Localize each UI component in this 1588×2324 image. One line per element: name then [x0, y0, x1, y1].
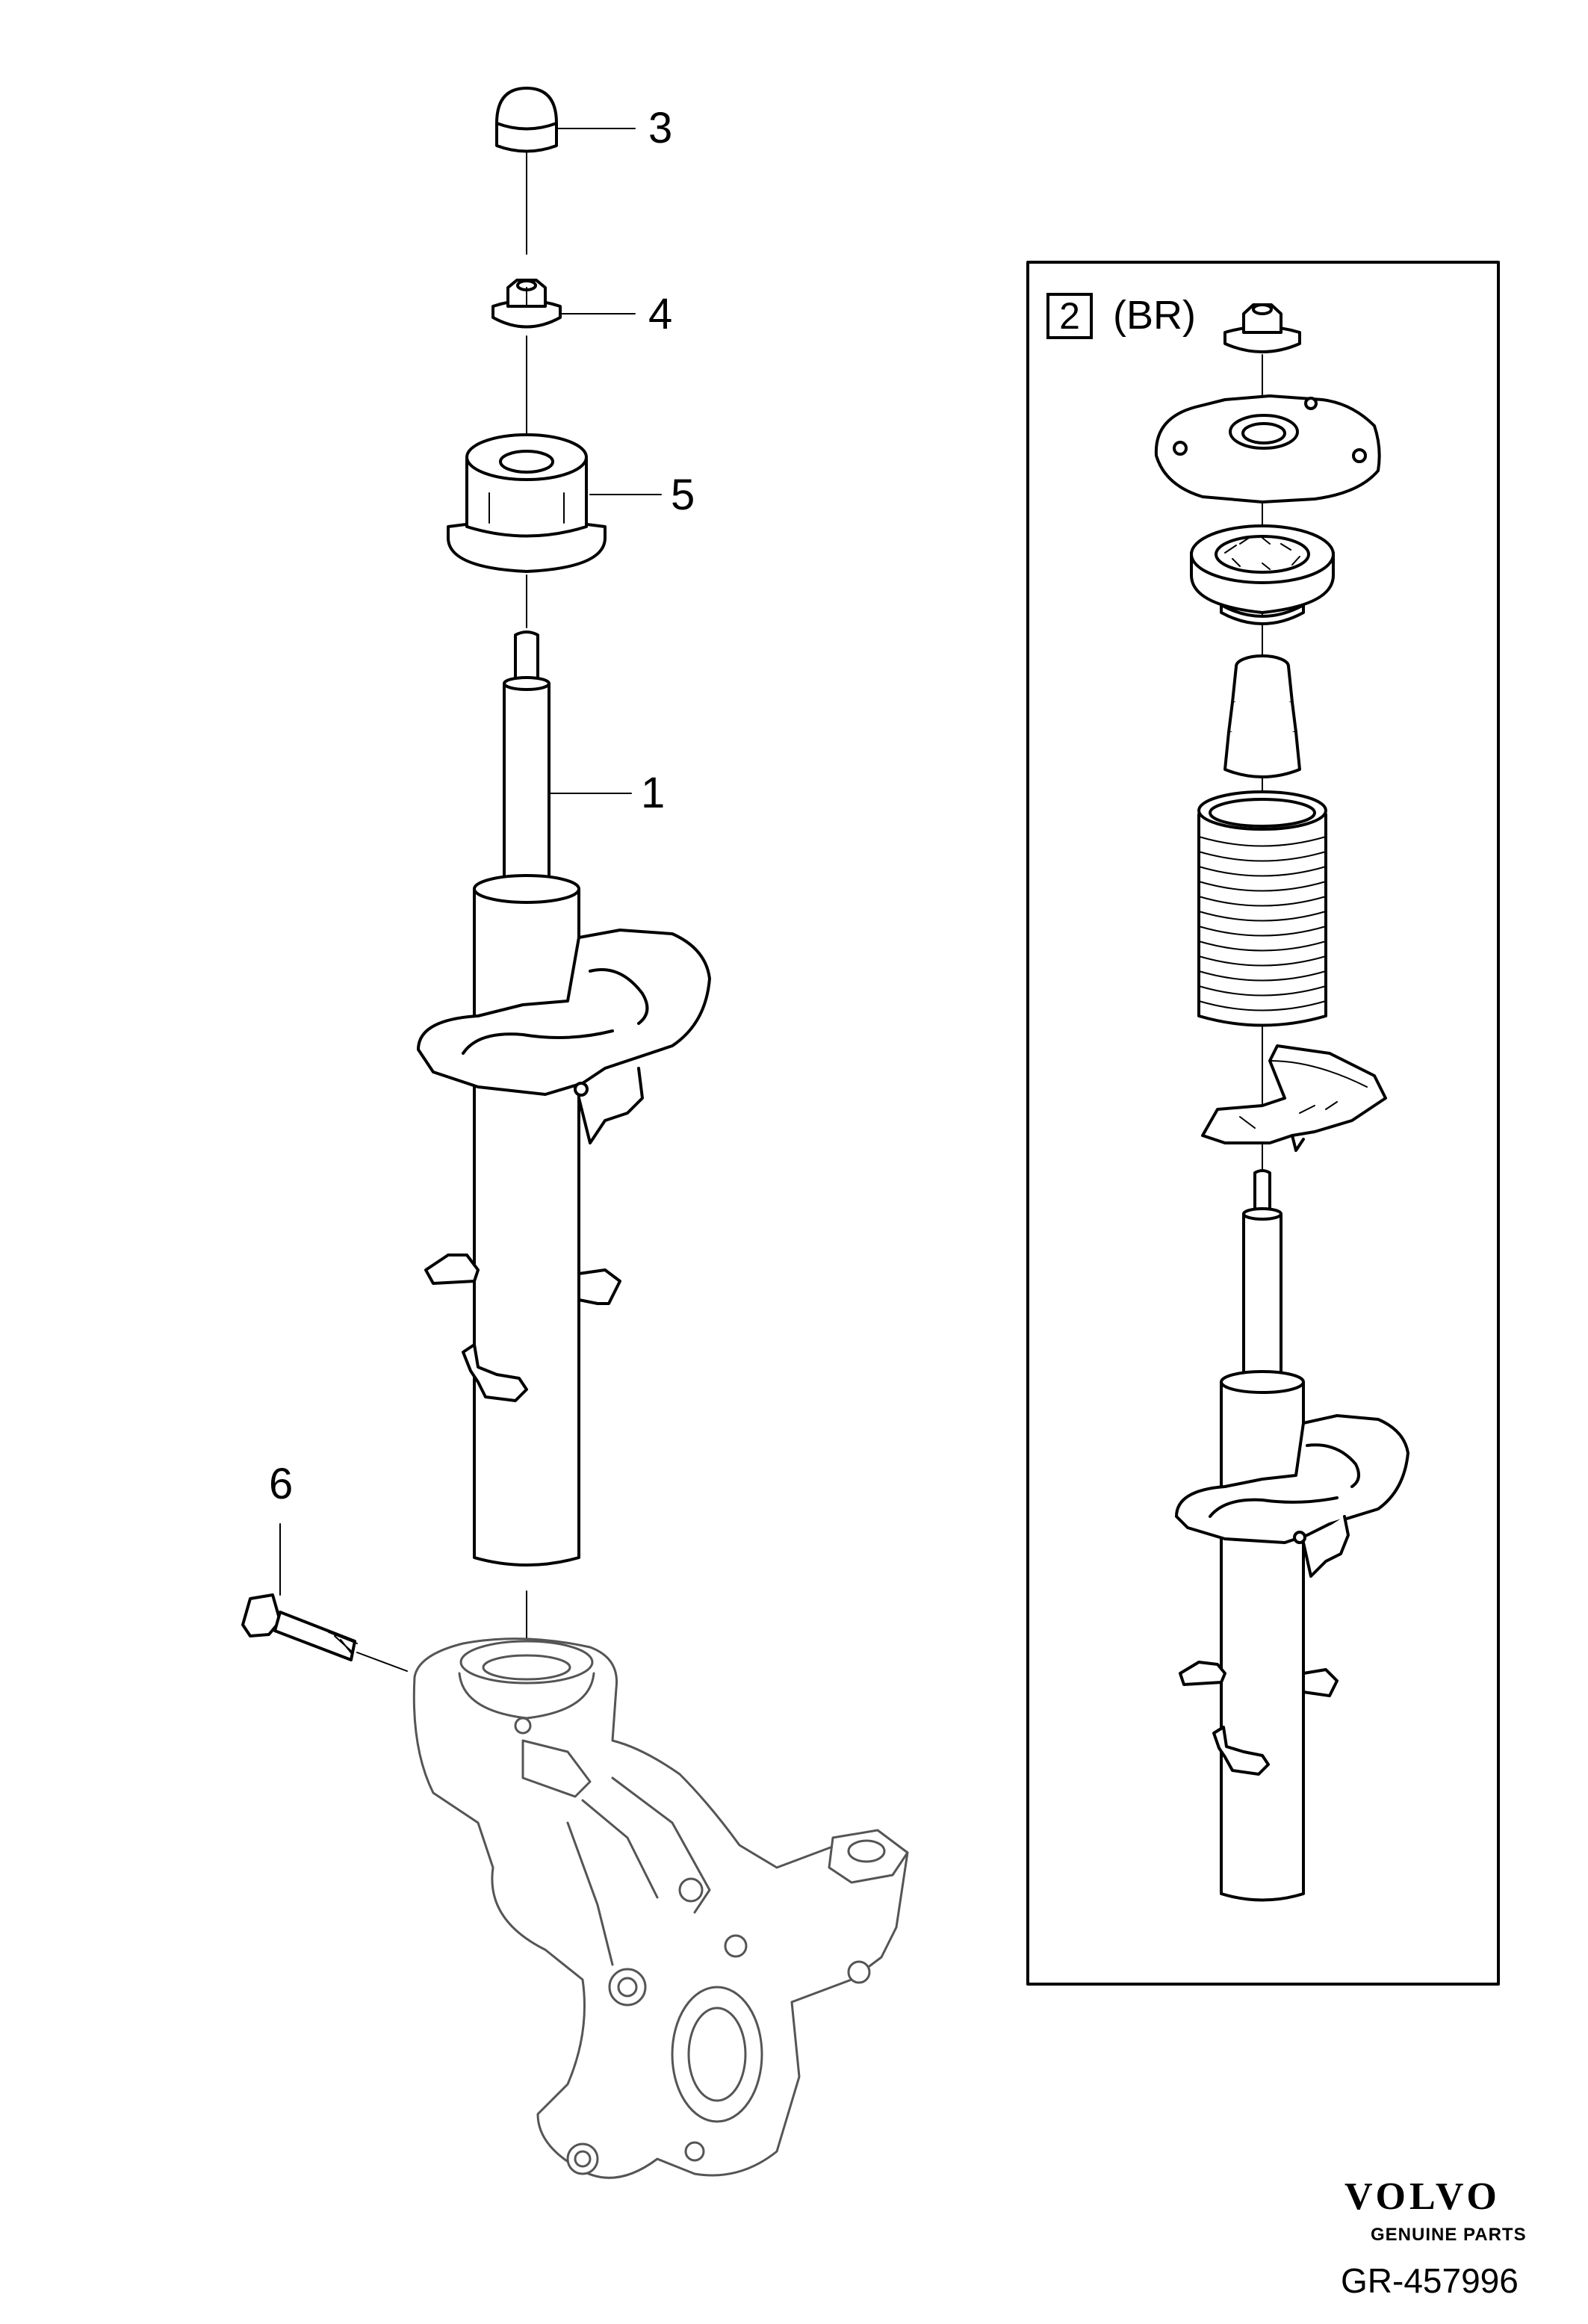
bolt-axis-line	[356, 1652, 408, 1672]
genuine-parts-tagline: GENUINE PARTS	[1371, 2225, 1527, 2245]
callout-4: 4	[648, 290, 673, 338]
inset-ref-number-box: 2	[1046, 293, 1093, 339]
inset-lower-spring-seat	[1175, 1414, 1409, 1578]
illustration-id: GR-457996	[1341, 2261, 1519, 2300]
brake-hose-bracket-left	[424, 1254, 621, 1305]
callout-1: 1	[641, 769, 666, 817]
part-6-bolt	[241, 1593, 358, 1661]
spring-seat-left	[417, 929, 711, 1144]
part-4-flange-nut	[491, 279, 562, 329]
inset-frame	[1026, 261, 1500, 1986]
steering-knuckle	[412, 1637, 909, 2179]
callout-5: 5	[671, 471, 695, 519]
volvo-logo: VOLVO	[1344, 2175, 1501, 2218]
sensor-bracket-left	[462, 1343, 528, 1402]
callout-6: 6	[269, 1460, 294, 1508]
inset-sensor-bracket	[1212, 1726, 1270, 1776]
inset-spring-seat	[1201, 1044, 1387, 1152]
inset-brake-hose-bracket	[1179, 1661, 1339, 1697]
inset-variant-label: (BR)	[1113, 293, 1196, 338]
inset-top-mount-plate	[1154, 394, 1381, 503]
inset-bump-stop	[1223, 654, 1301, 778]
callout-3: 3	[648, 104, 673, 152]
part-1-shock-absorber	[473, 630, 580, 1567]
part-3-dust-cap	[495, 87, 558, 153]
inset-flange-nut	[1223, 303, 1301, 353]
part-5-strut-mount	[447, 433, 607, 573]
inset-dust-boot	[1197, 790, 1327, 1027]
inset-ref-number: 2	[1059, 295, 1080, 337]
inset-strut-bearing	[1190, 524, 1335, 625]
